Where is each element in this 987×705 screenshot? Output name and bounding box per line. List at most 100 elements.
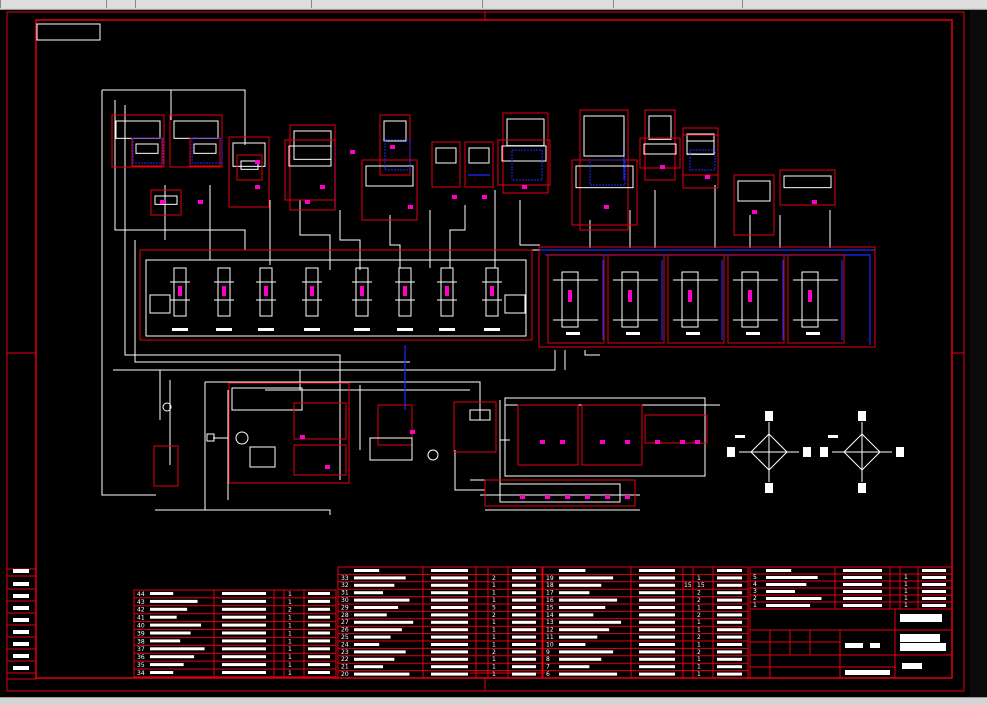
item-number: 18 [546, 582, 554, 589]
item-spec [222, 615, 266, 619]
item-spec [431, 576, 468, 580]
marker [325, 465, 330, 469]
item-quantity: 1 [288, 591, 292, 598]
component-frame [236, 154, 263, 181]
marker [680, 440, 685, 444]
item-material [308, 639, 330, 643]
item-material [512, 598, 536, 602]
valve-marker [445, 286, 449, 296]
item-spec [222, 647, 266, 651]
item-material [512, 583, 536, 587]
valve-label [258, 328, 274, 331]
directional-valve [259, 267, 273, 317]
item-material [922, 576, 946, 579]
toolbar-cell[interactable] [613, 0, 743, 8]
valve-symbol [583, 115, 625, 157]
marker [522, 185, 527, 189]
item-number: 24 [341, 641, 349, 648]
valve-section [667, 254, 725, 344]
marker [605, 495, 610, 499]
item-name [766, 583, 807, 586]
item-spec [431, 613, 468, 617]
item-material [512, 657, 536, 661]
table-frame [133, 589, 337, 678]
item-spec [639, 598, 675, 602]
item-quantity-special: 15 [684, 582, 692, 589]
marker [625, 440, 630, 444]
item-quantity: 2 [492, 575, 496, 582]
marker [410, 430, 415, 434]
item-name [559, 620, 622, 624]
item-number: 21 [341, 664, 349, 671]
valve-marker [688, 290, 692, 302]
directional-valve [217, 267, 231, 317]
item-name [150, 671, 174, 674]
toolbar-cell[interactable] [482, 0, 614, 8]
item-number: 39 [137, 630, 145, 637]
item-quantity: 1 [288, 646, 292, 653]
relief-valve [504, 294, 526, 314]
item-quantity: 1 [492, 634, 496, 641]
toolbar-cell[interactable] [311, 0, 483, 8]
valve-marker [490, 286, 494, 296]
item-quantity: 1 [904, 588, 908, 595]
marker [752, 210, 757, 214]
item-name [559, 569, 586, 572]
marker [300, 435, 305, 439]
item-spec [843, 576, 882, 579]
valve-label [806, 332, 820, 335]
item-number: 3 [753, 588, 757, 595]
item-name [150, 607, 188, 611]
marker [255, 160, 260, 164]
item-material [717, 643, 742, 646]
marker [695, 440, 700, 444]
item-name [559, 591, 590, 595]
item-name [150, 655, 195, 659]
item-number: 30 [341, 597, 349, 604]
item-number: 17 [546, 590, 554, 597]
valve-symbol [365, 165, 414, 187]
item-quantity: 1 [492, 619, 496, 626]
item-material [308, 631, 330, 635]
toolbar-cell[interactable] [135, 0, 312, 8]
distributor-block [484, 397, 708, 507]
item-quantity: 1 [697, 604, 701, 611]
item-quantity: 5 [492, 604, 496, 611]
toolbar-cell[interactable] [0, 0, 107, 8]
item-material [308, 671, 330, 674]
item-number: 12 [546, 627, 554, 634]
annotation-markers [160, 145, 817, 499]
cad-drawing-canvas[interactable]: 4443424140393837363534112111111113332313… [0, 10, 970, 697]
item-number: 25 [341, 634, 349, 641]
item-number: 22 [341, 656, 349, 663]
item-material [512, 672, 536, 676]
item-number: 38 [137, 638, 145, 645]
item-material [512, 591, 536, 595]
item-number: 5 [753, 574, 757, 581]
toolbar-cell[interactable] [742, 0, 987, 8]
directional-valve [355, 267, 369, 317]
item-material [717, 628, 742, 632]
item-material [717, 620, 742, 624]
item-spec [639, 672, 675, 676]
directional-valve [801, 271, 819, 328]
item-spec [843, 590, 882, 593]
item-spec [639, 583, 675, 587]
revision-label [13, 630, 29, 634]
item-number: 35 [137, 662, 145, 669]
item-quantity: 1 [492, 664, 496, 671]
item-material [308, 623, 330, 627]
item-name [354, 620, 414, 624]
direction-label [803, 447, 811, 457]
item-name [766, 569, 792, 572]
item-number: 41 [137, 615, 145, 622]
item-quantity: 1 [288, 670, 292, 677]
item-quantity: 1 [904, 581, 908, 588]
item-spec [222, 663, 266, 667]
item-material [717, 665, 742, 669]
directional-valve [741, 271, 759, 328]
item-spec [431, 583, 468, 587]
toolbar-cell[interactable] [106, 0, 136, 8]
item-material [308, 663, 330, 667]
